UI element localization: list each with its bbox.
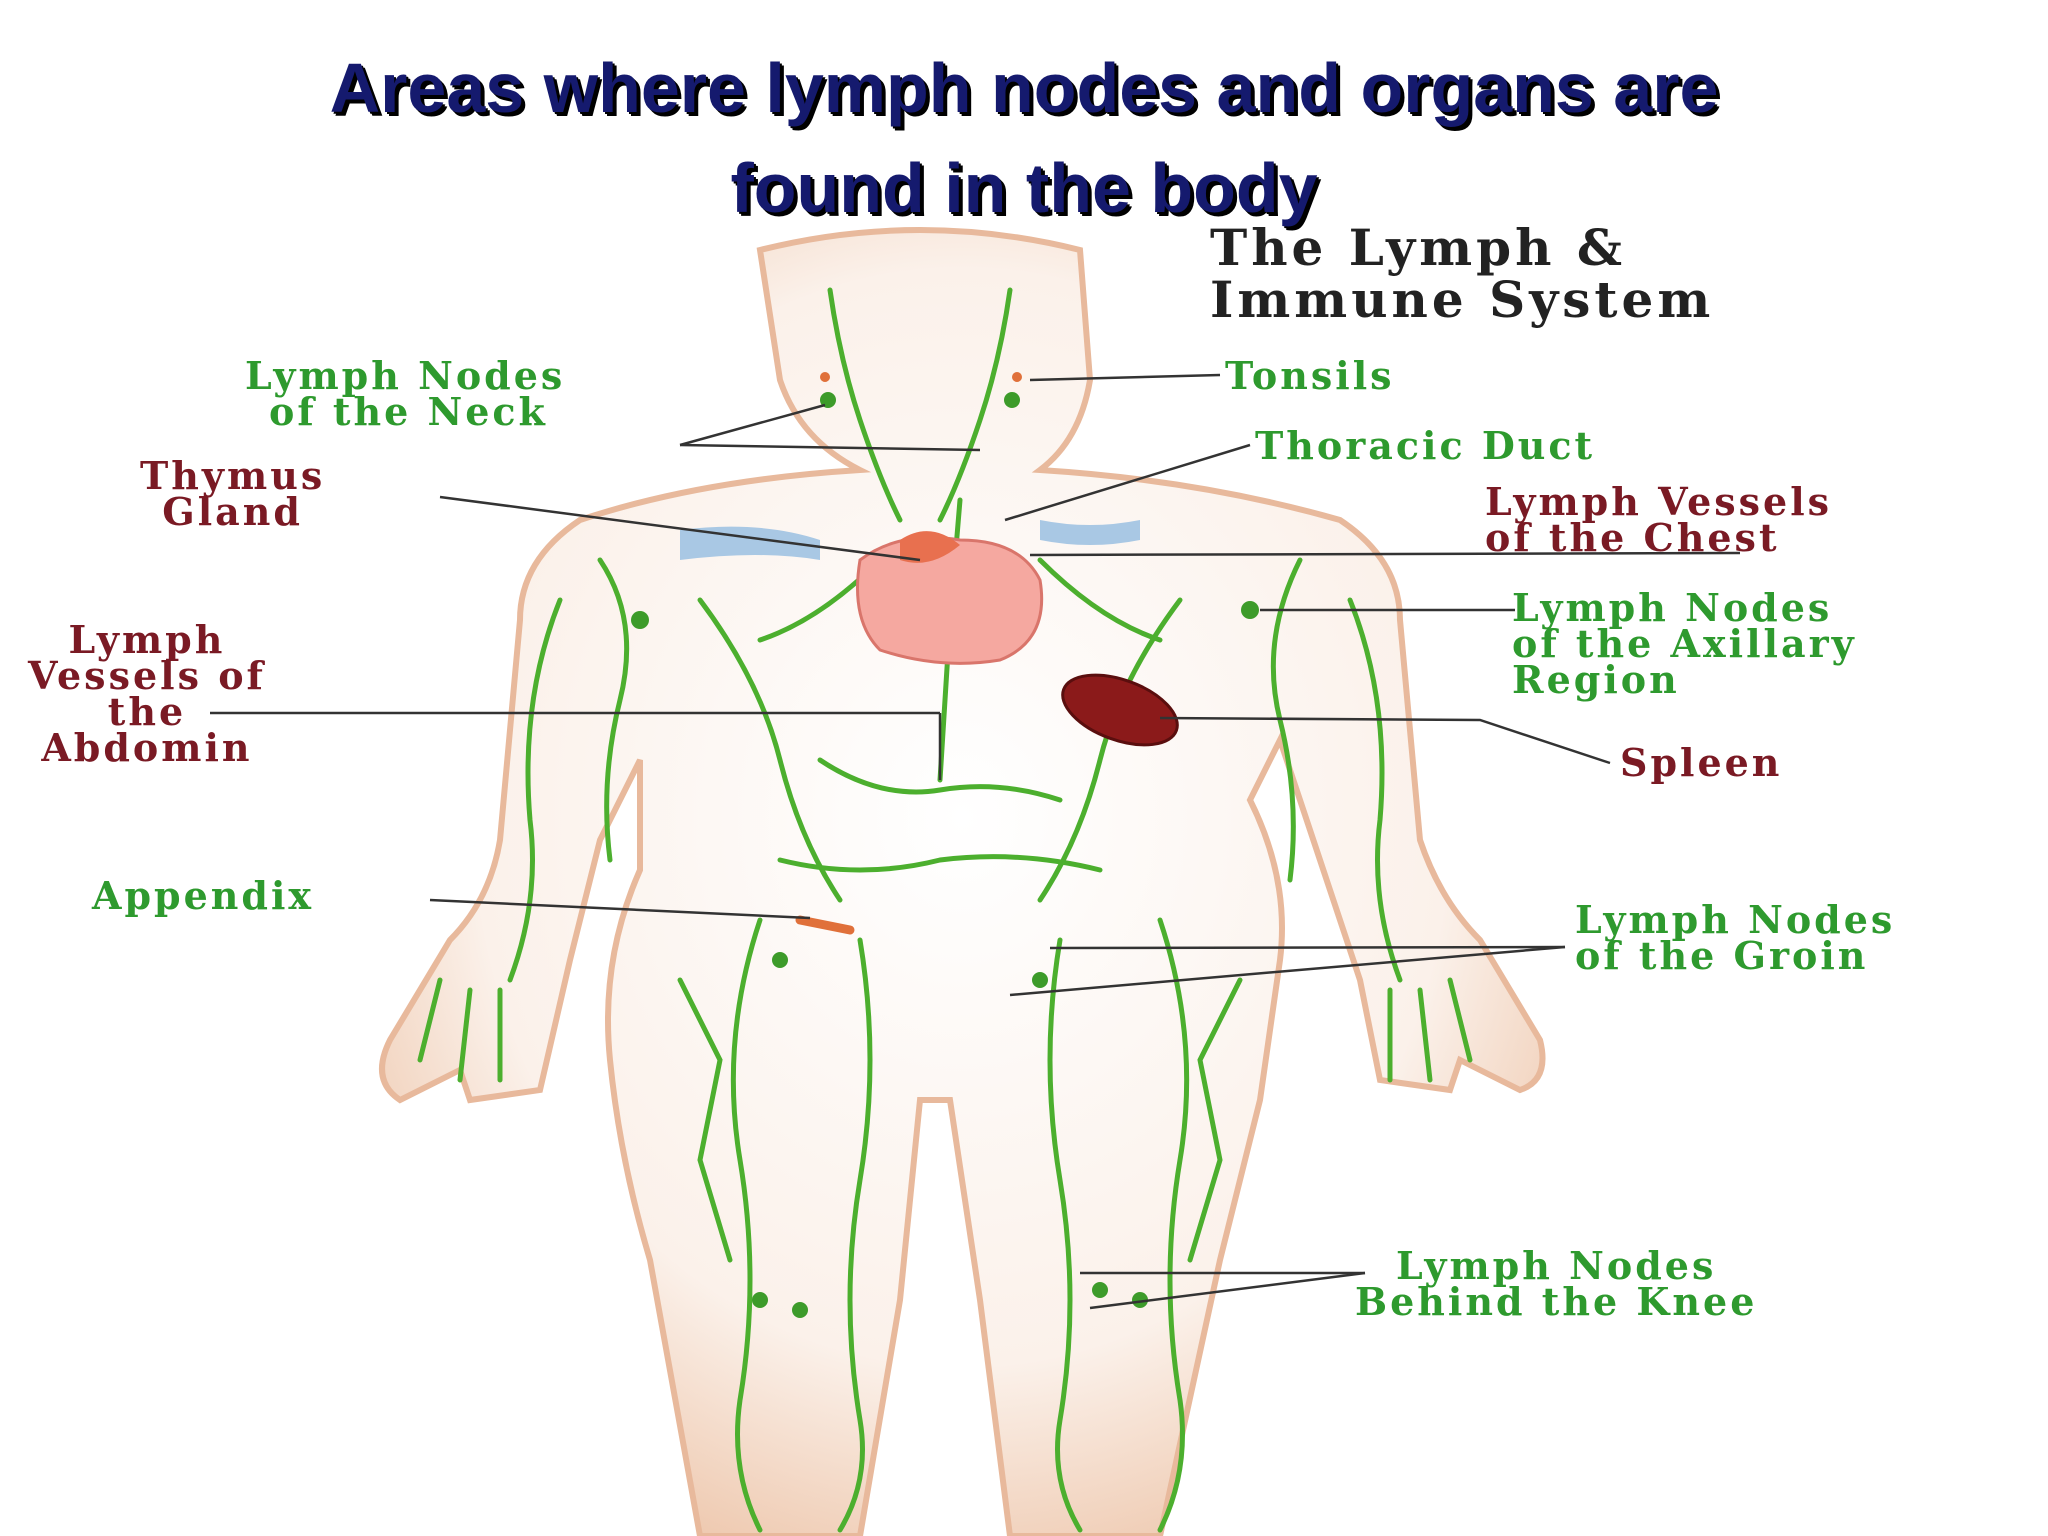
leader-lines: [210, 373, 1741, 1310]
label-thymus-gland: Thymus Gland: [140, 453, 326, 534]
slide-title: Areas where lymph nodes and organs are f…: [0, 38, 2048, 238]
organs: [680, 372, 1179, 935]
label-neck-line-2: of the Neck: [269, 389, 548, 434]
label-axillary-line-1: Lymph Nodes: [1512, 585, 1833, 630]
label-axillary-lymph-nodes: Lymph Nodes of the Axillary Region: [1512, 585, 1857, 702]
label-groin-line-2: of the Groin: [1575, 933, 1869, 978]
label-abdomen-lymph-vessels: Lymph Vessels of the Abdomin: [28, 617, 266, 770]
diagram-heading-line-1: The Lymph &: [1210, 218, 1626, 277]
diagram-heading: The Lymph & Immune System: [1210, 222, 1714, 326]
label-thoracic-duct-line-1: Thoracic Duct: [1255, 423, 1596, 468]
label-abdomen-line-3: the: [107, 689, 187, 734]
diagram-heading-line-2: Immune System: [1210, 270, 1715, 329]
label-abdomen-line-1: Lymph: [68, 617, 226, 662]
label-appendix-line-1: Appendix: [92, 873, 315, 918]
label-neck-line-1: Lymph Nodes: [245, 353, 566, 398]
label-groin-lymph-nodes: Lymph Nodes of the Groin: [1575, 897, 1896, 978]
label-axillary-line-3: Region: [1512, 657, 1680, 702]
label-abdomen-line-2: Vessels of: [28, 653, 266, 698]
appendix-organ: [795, 915, 855, 935]
label-abdomen-line-4: Abdomin: [41, 725, 253, 770]
label-spleen: Spleen: [1620, 740, 1783, 785]
label-axillary-line-2: of the Axillary: [1512, 621, 1857, 666]
slide-title-line-1: Areas where lymph nodes and organs are: [329, 49, 1719, 127]
label-knee-lymph-nodes: Lymph Nodes Behind the Knee: [1355, 1243, 1758, 1324]
label-thoracic-duct: Thoracic Duct: [1255, 423, 1596, 468]
label-thymus-line-1: Thymus: [140, 453, 326, 498]
body-silhouette: [379, 227, 1546, 1536]
label-tonsils-line-1: Tonsils: [1225, 353, 1395, 398]
label-chest-line-1: Lymph Vessels: [1485, 479, 1833, 524]
label-thymus-line-2: Gland: [162, 489, 303, 534]
label-knee-line-1: Lymph Nodes: [1396, 1243, 1717, 1288]
slide-title-line-2: found in the body: [730, 149, 1318, 227]
spleen-organ: [1061, 673, 1179, 747]
label-chest-lymph-vessels: Lymph Vessels of the Chest: [1485, 479, 1833, 560]
label-spleen-line-1: Spleen: [1620, 740, 1783, 785]
label-tonsils: Tonsils: [1225, 353, 1395, 398]
label-appendix: Appendix: [92, 873, 315, 918]
lymph-node-dots: [631, 392, 1259, 1318]
label-groin-line-1: Lymph Nodes: [1575, 897, 1896, 942]
label-chest-line-2: of the Chest: [1485, 515, 1780, 560]
label-neck-lymph-nodes: Lymph Nodes of the Neck: [245, 353, 566, 434]
label-knee-line-2: Behind the Knee: [1355, 1279, 1758, 1324]
